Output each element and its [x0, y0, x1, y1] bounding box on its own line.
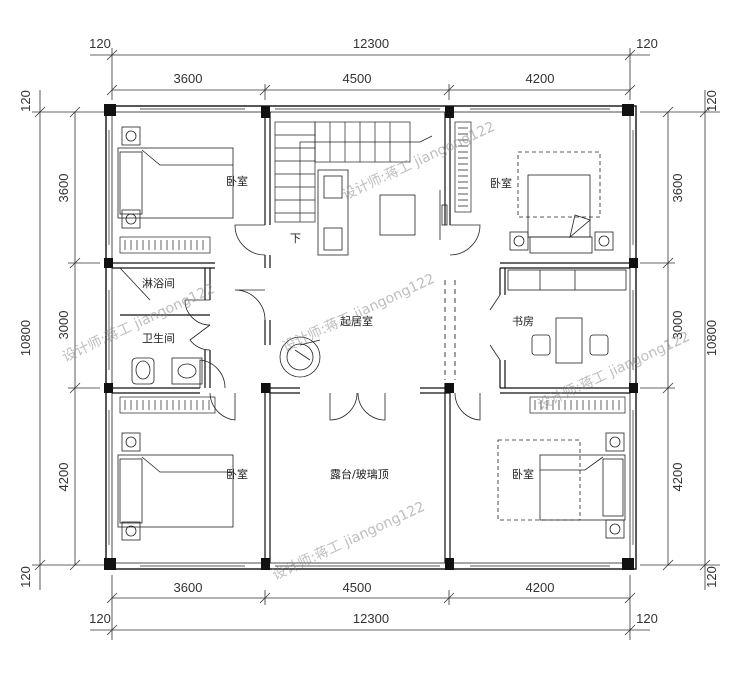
dim-right-total: 10800	[704, 320, 719, 356]
wardrobe-nw	[119, 236, 211, 254]
room-label-bedroom-nw: 卧室	[226, 174, 248, 188]
room-label-toilet: 卫生间	[142, 331, 175, 345]
sofa-set	[317, 169, 448, 256]
dim-top-seg-2: 4500	[343, 71, 372, 86]
round-table	[279, 336, 321, 378]
dim-left-seg-2: 3000	[56, 311, 71, 340]
bed-ne	[509, 151, 614, 254]
dim-bottom-offset-left: 120	[89, 611, 111, 626]
room-label-bedroom-se: 卧室	[512, 467, 534, 481]
bed-se	[497, 432, 626, 539]
dim-left-offset-bottom: 120	[18, 566, 33, 588]
dim-top-total: 12300	[353, 36, 389, 51]
watermark: 设计师:蒋工 jiangong122	[340, 119, 498, 204]
exterior-walls	[105, 105, 637, 570]
dim-right-offset-top: 120	[704, 90, 719, 112]
room-label-bedroom-sw: 卧室	[226, 467, 248, 481]
dim-bottom-offset-right: 120	[636, 611, 658, 626]
room-label-shower: 淋浴间	[142, 277, 175, 290]
dim-left-seg-1: 3600	[56, 174, 71, 203]
dim-left-seg-3: 4200	[56, 463, 71, 492]
doors	[184, 224, 501, 421]
bathroom-fixtures	[119, 267, 203, 385]
bed-sw	[117, 432, 234, 541]
dim-top-offset-right: 120	[636, 36, 658, 51]
dim-right-seg-2: 3000	[670, 311, 685, 340]
windows	[108, 108, 634, 567]
interior-walls	[112, 112, 630, 563]
wardrobe-se	[529, 396, 626, 414]
dim-right-seg-3: 4200	[670, 463, 685, 492]
dim-right-seg-1: 3600	[670, 174, 685, 203]
dim-top-seg-3: 4200	[526, 71, 555, 86]
dim-bottom-total: 12300	[353, 611, 389, 626]
dim-left-offset-top: 120	[18, 90, 33, 112]
room-label-bedroom-ne: 卧室	[490, 176, 512, 190]
room-label-living: 起居室	[340, 314, 373, 328]
dim-top-offset-left: 120	[89, 36, 111, 51]
study-furniture	[507, 269, 627, 364]
dim-bottom-seg-3: 4200	[526, 580, 555, 595]
dim-right-offset-bottom: 120	[704, 566, 719, 588]
watermark: 设计师:蒋工 jiangong122	[60, 281, 218, 366]
room-label-study: 书房	[512, 315, 534, 328]
dim-bottom-seg-2: 4500	[343, 580, 372, 595]
watermark: 设计师:蒋工 jiangong122	[280, 271, 438, 356]
staircase	[274, 121, 433, 223]
wardrobe-sw	[119, 396, 216, 414]
wardrobe-ne	[454, 121, 472, 213]
dim-left-total: 10800	[18, 320, 33, 356]
dim-top-seg-1: 3600	[174, 71, 203, 86]
room-label-terrace: 露台/玻璃顶	[330, 467, 389, 481]
watermark: 设计师:蒋工 jiangong122	[270, 499, 428, 584]
stair-down-label: 下	[290, 232, 301, 245]
bed-nw	[117, 126, 234, 229]
dimension-lines	[32, 48, 720, 640]
dim-bottom-seg-1: 3600	[174, 580, 203, 595]
watermark: 设计师:蒋工 jiangong122	[535, 329, 693, 414]
